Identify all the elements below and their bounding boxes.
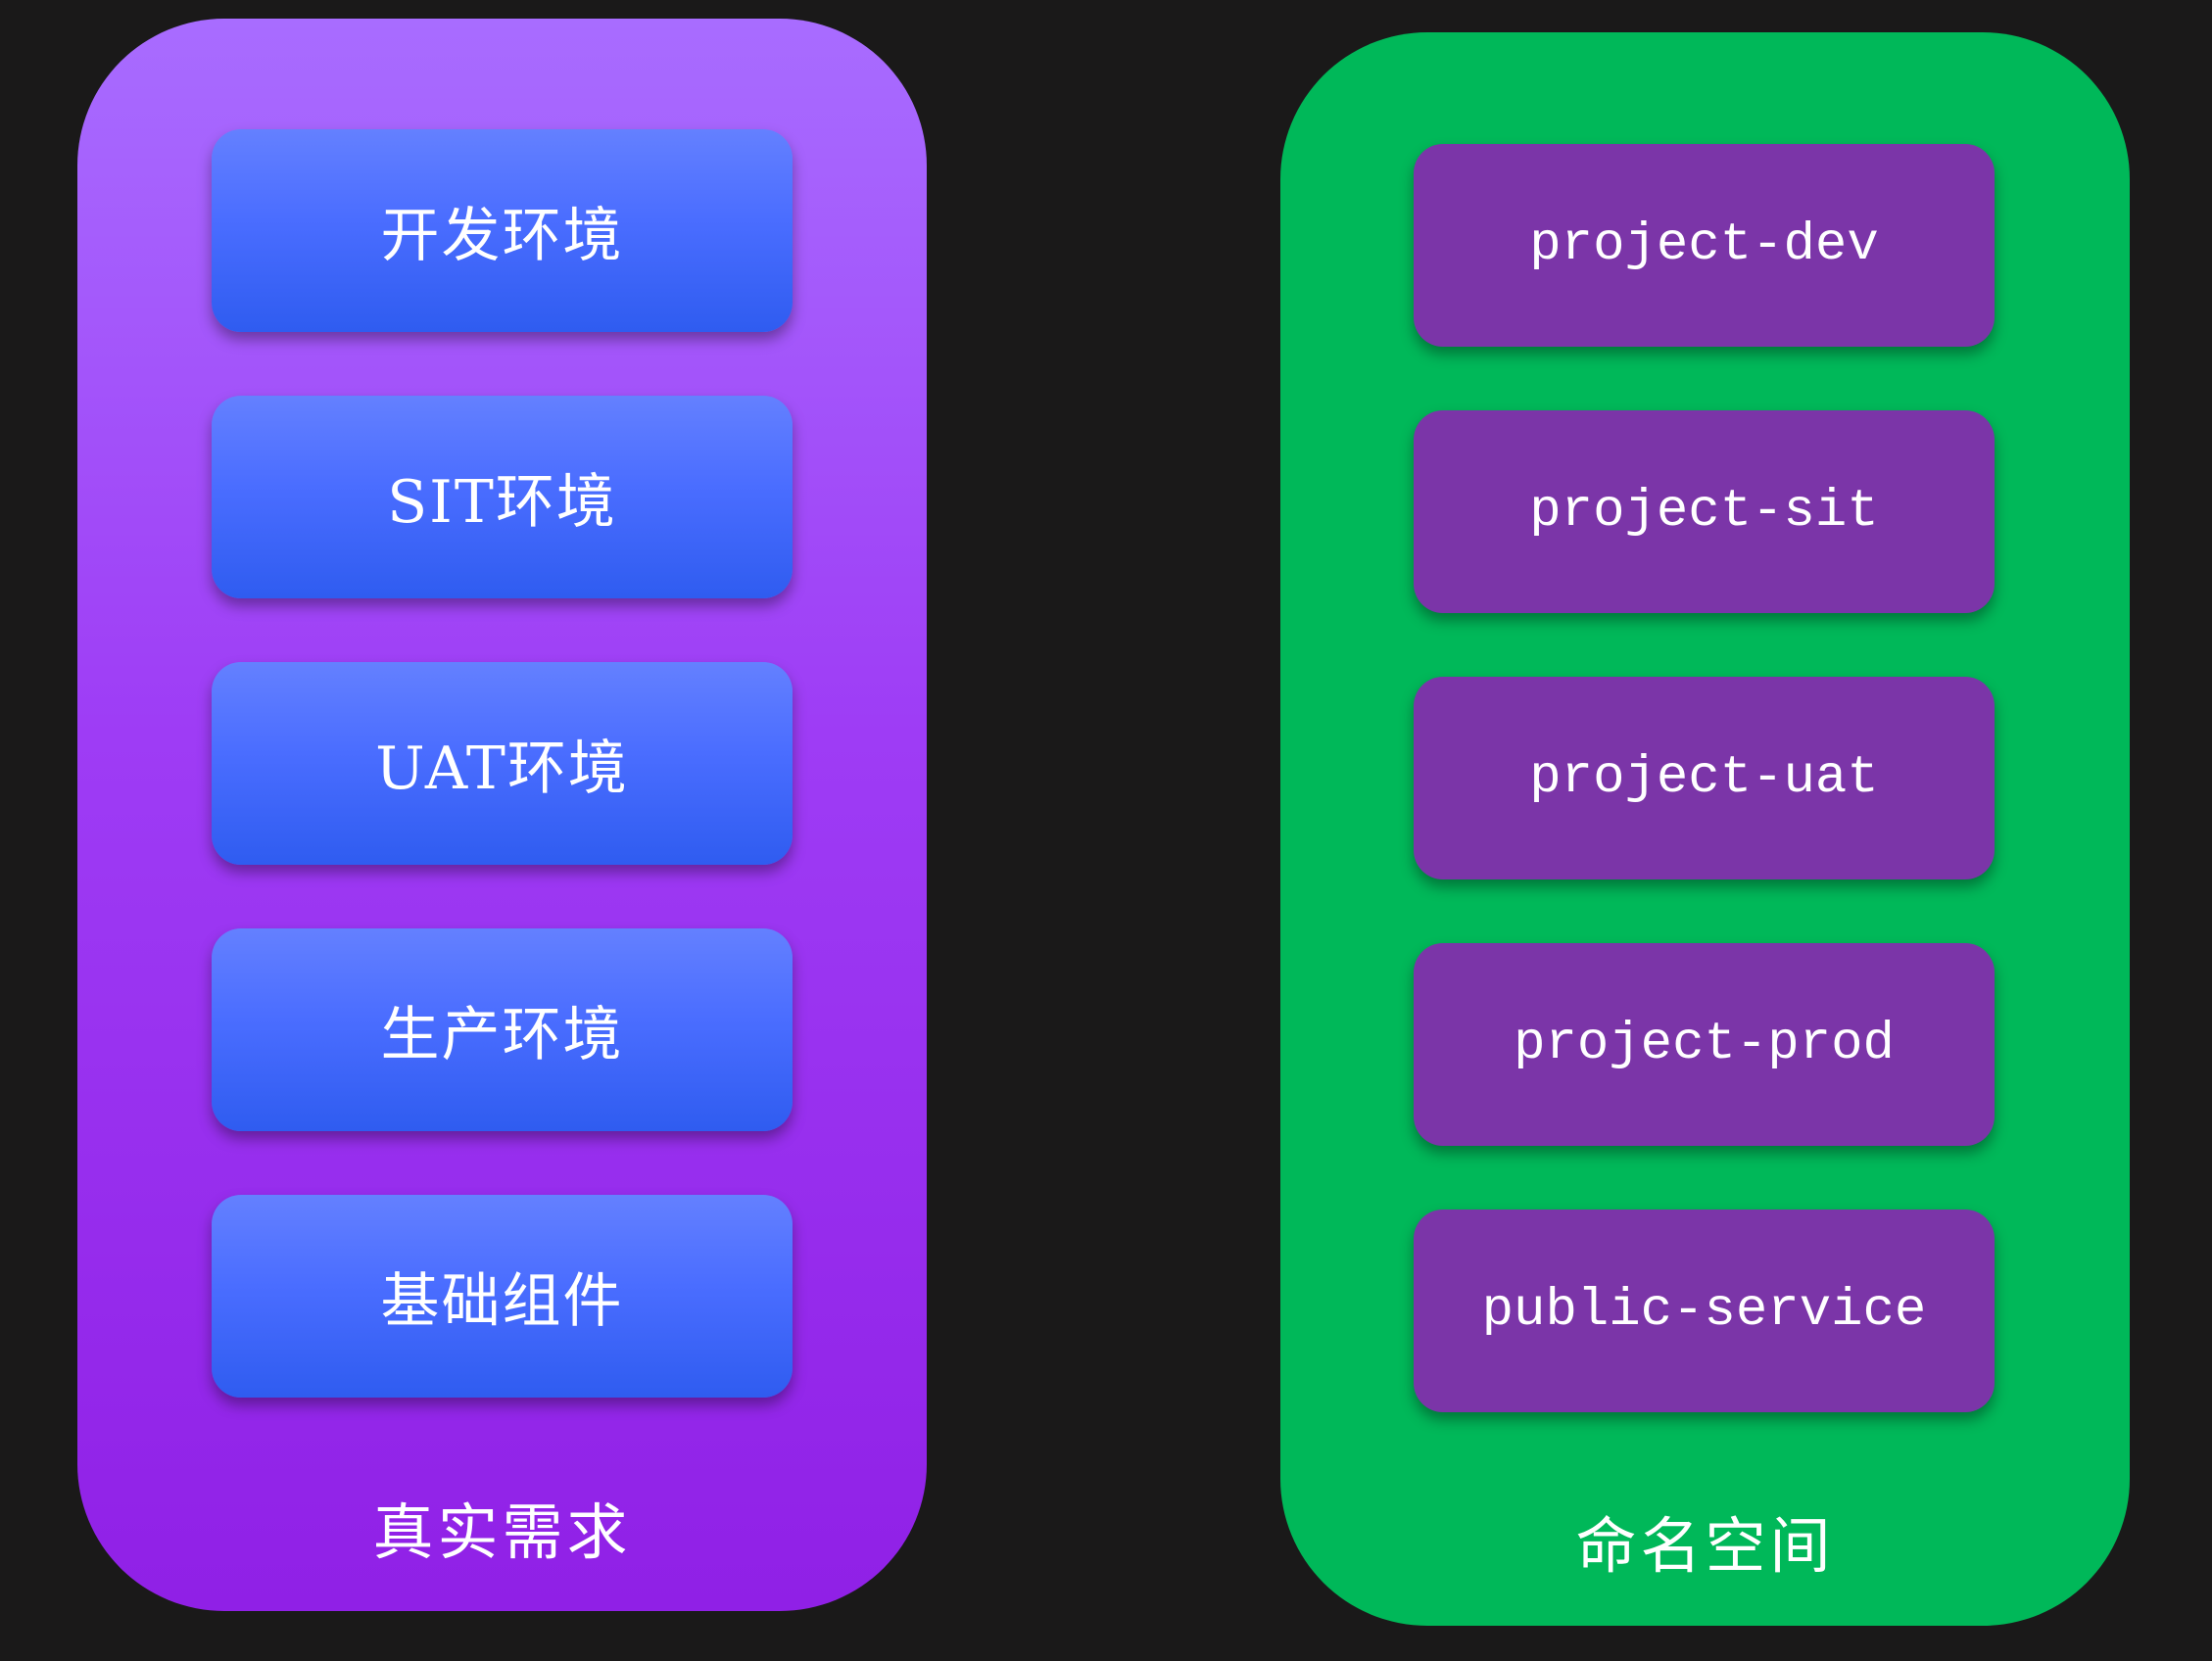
env-label: 生产环境 bbox=[380, 1001, 624, 1069]
namespace-box-public: public-service bbox=[1414, 1210, 1995, 1412]
namespace-box-prod: project-prod bbox=[1414, 943, 1995, 1146]
env-box-uat: UAT环境 bbox=[212, 662, 793, 865]
env-box-prod: 生产环境 bbox=[212, 928, 793, 1131]
namespace-box-uat: project-uat bbox=[1414, 677, 1995, 879]
env-label: 开发环境 bbox=[380, 202, 624, 270]
namespace-box-dev: project-dev bbox=[1414, 144, 1995, 347]
env-label: UAT环境 bbox=[375, 735, 629, 803]
namespace-label: project-dev bbox=[1529, 215, 1879, 275]
namespace-label: project-uat bbox=[1529, 748, 1879, 808]
namespace-label: public-service bbox=[1481, 1281, 1927, 1341]
env-label: SIT环境 bbox=[387, 468, 617, 537]
env-box-sit: SIT环境 bbox=[212, 396, 793, 598]
namespace-label: project-sit bbox=[1529, 482, 1879, 542]
namespace-panel: project-dev project-sit project-uat proj… bbox=[1280, 32, 2130, 1626]
real-requirements-panel: 开发环境 SIT环境 UAT环境 生产环境 基础组件 真实需求 bbox=[77, 19, 927, 1611]
panel-title: 真实需求 bbox=[372, 1496, 632, 1568]
namespace-box-sit: project-sit bbox=[1414, 410, 1995, 613]
panel-title: 命名空间 bbox=[1575, 1510, 1835, 1582]
env-label: 基础组件 bbox=[380, 1267, 624, 1336]
namespace-label: project-prod bbox=[1514, 1015, 1895, 1074]
env-box-dev: 开发环境 bbox=[212, 129, 793, 332]
env-box-base: 基础组件 bbox=[212, 1195, 793, 1398]
